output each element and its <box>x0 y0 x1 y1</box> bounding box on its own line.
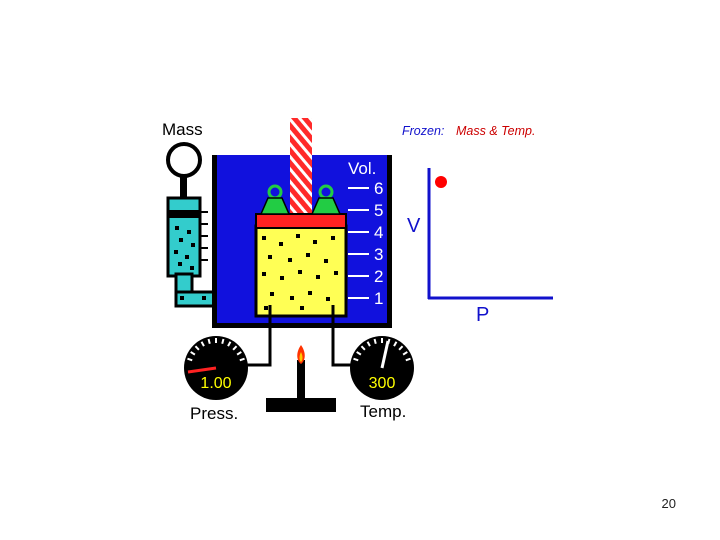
temperature-value: 300 <box>369 375 396 392</box>
gauge-tick <box>236 351 242 356</box>
volume-scale-label: 1 <box>374 289 383 308</box>
gauge-tick <box>194 345 200 351</box>
piston <box>255 213 347 229</box>
syringe <box>166 196 208 278</box>
gauge-connectors <box>246 305 354 367</box>
state-point <box>435 176 447 188</box>
pv-graph: V P <box>407 168 553 326</box>
frozen-items-label: Mass & Temp. <box>456 124 535 138</box>
pressure-label: Press. <box>190 404 238 423</box>
gauge-tick <box>200 341 205 347</box>
gauge-tick <box>353 357 359 362</box>
frozen-prefix-label: Frozen: <box>402 124 444 138</box>
volume-scale-label: 2 <box>374 267 383 286</box>
volume-scale-label: 5 <box>374 201 383 220</box>
p-axis-label: P <box>476 304 489 326</box>
gauge-tick <box>239 357 245 362</box>
weight-icon <box>259 184 291 215</box>
temperature-label: Temp. <box>360 402 406 421</box>
gauge-tick <box>398 345 404 351</box>
gauge-tick <box>402 351 408 356</box>
gauge-tick <box>405 357 411 362</box>
gauge-tick <box>360 345 366 351</box>
gauge-tick <box>356 351 362 356</box>
pressure-value: 1.00 <box>200 375 231 392</box>
gauge-tick <box>232 345 238 351</box>
gauge-tick <box>373 338 377 345</box>
gas-chamber <box>254 224 348 318</box>
gauge-tick <box>227 341 232 347</box>
temperature-needle <box>380 340 390 369</box>
mass-label: Mass <box>162 120 203 139</box>
gauge-tick <box>221 338 225 345</box>
flame-icon <box>297 345 305 364</box>
mass-knob-icon <box>166 142 202 178</box>
bunsen-burner-icon <box>266 360 336 412</box>
gauge-tick <box>366 341 371 347</box>
gauge-tick <box>207 338 211 345</box>
volume-scale-label: 4 <box>374 223 383 242</box>
temperature-gauge: 300 <box>350 336 414 400</box>
pressure-needle <box>187 366 217 374</box>
gauge-tick <box>190 351 196 356</box>
volume-scale-label: 3 <box>374 245 383 264</box>
gauge-tick <box>187 357 193 362</box>
piston-rod <box>290 118 312 218</box>
pressure-gauge: 1.00 <box>184 336 248 400</box>
volume-scale: 6 5 4 3 2 1 <box>348 179 383 308</box>
weight-icon <box>310 184 342 215</box>
mass-rod <box>180 176 187 200</box>
slide-number: 20 <box>661 496 676 511</box>
volume-label: Vol. <box>348 159 376 178</box>
volume-scale-label: 6 <box>374 179 383 198</box>
gauge-tick <box>393 341 398 347</box>
v-axis-label: V <box>407 215 421 237</box>
